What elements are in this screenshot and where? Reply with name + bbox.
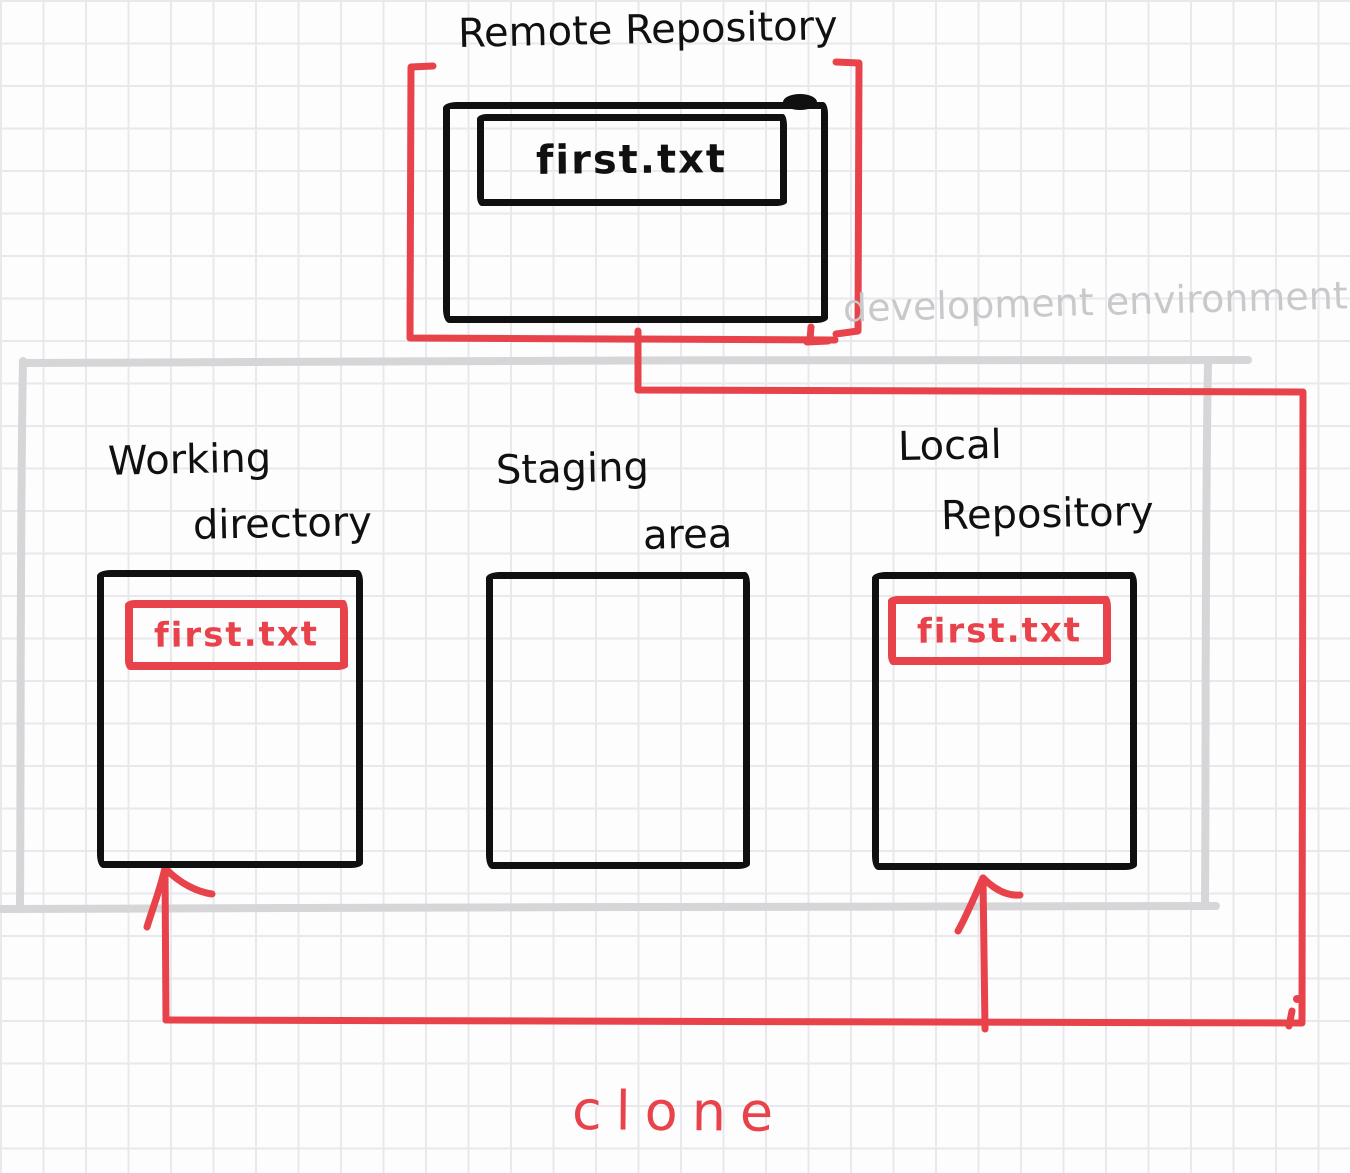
local-repository-file-label: first.txt bbox=[916, 609, 1083, 652]
working-directory-label-line2: directory bbox=[192, 499, 373, 549]
clone-arrow-local-barb-right bbox=[979, 874, 1024, 899]
clone-arrow-local-barb-left bbox=[954, 874, 987, 935]
staging-area-label-line2: area bbox=[642, 511, 733, 559]
remote-file-label: first.txt bbox=[536, 136, 728, 184]
dev-env-border-top bbox=[19, 356, 1252, 367]
development-environment-label: development environment bbox=[842, 273, 1349, 331]
staging-area-label-line1: Staging bbox=[495, 444, 650, 494]
clone-arrow-working-barb-left bbox=[143, 864, 169, 931]
clone-arrow-local-shaft bbox=[979, 874, 989, 1033]
staging-area-box bbox=[486, 572, 750, 869]
dev-env-border-bottom bbox=[0, 902, 1220, 913]
remote-bracket-dash bbox=[803, 337, 832, 346]
local-repository-label-line1: Local bbox=[897, 421, 1003, 471]
local-repository-file-box: first.txt bbox=[888, 596, 1111, 665]
dev-env-border-right bbox=[1201, 360, 1212, 909]
clone-arrow-working-shaft bbox=[161, 864, 170, 1024]
remote-repository-box bbox=[443, 102, 828, 323]
remote-repository-label: Remote Repository bbox=[457, 3, 839, 57]
stray-i-dot bbox=[1293, 995, 1301, 1003]
working-directory-file-label: first.txt bbox=[153, 614, 320, 656]
remote-file-box: first.txt bbox=[477, 114, 787, 206]
remote-bracket-tick bbox=[806, 323, 815, 344]
stray-i-mark bbox=[1285, 1007, 1296, 1030]
local-repository-box bbox=[872, 572, 1137, 870]
working-directory-label-line1: Working bbox=[107, 435, 272, 485]
working-directory-box bbox=[97, 570, 363, 868]
local-repository-label-line2: Repository bbox=[940, 488, 1155, 540]
clone-action-label: clone bbox=[571, 1079, 788, 1144]
working-directory-file-box: first.txt bbox=[125, 600, 348, 670]
clone-arrow-working-barb-right bbox=[161, 864, 216, 898]
dev-env-border-left bbox=[16, 357, 27, 910]
